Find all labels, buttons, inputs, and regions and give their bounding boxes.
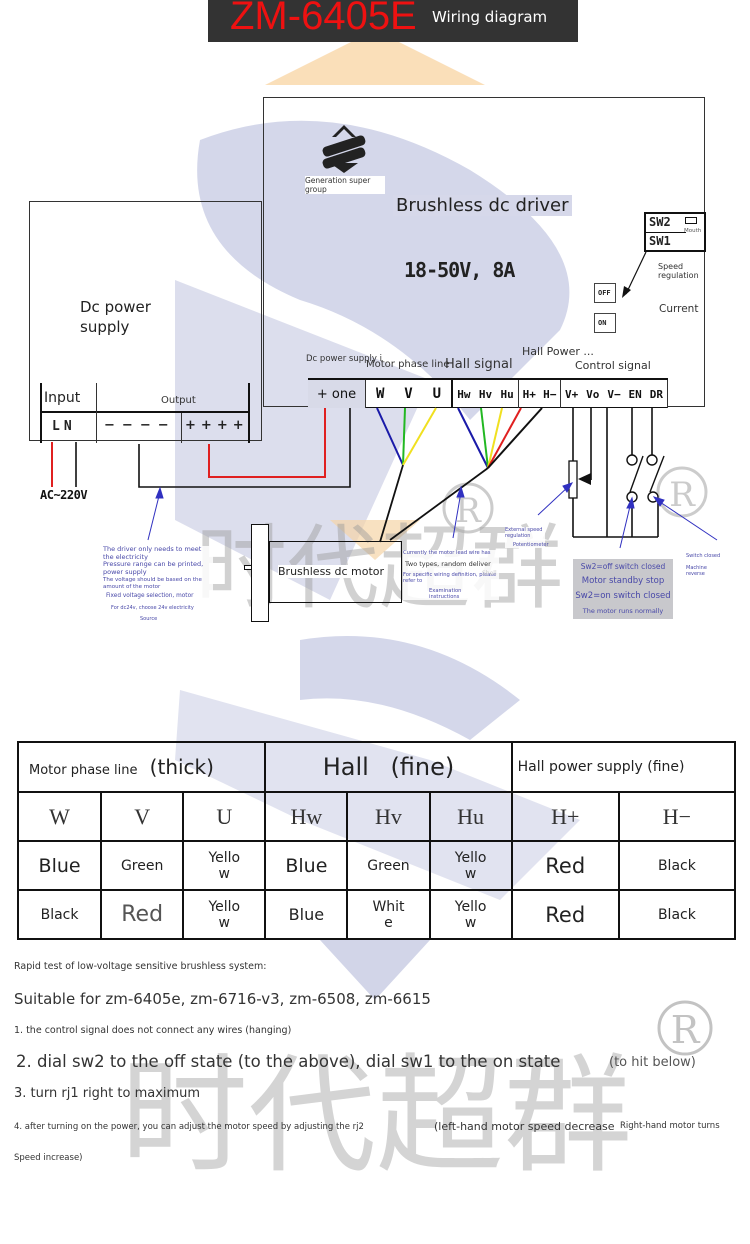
instructions-step-2: 2. dial sw2 to the off state (to the abo… [16,1052,561,1071]
instructions-step-4: 4. after turning on the power, you can a… [14,1122,364,1132]
table-row-signals: W V U Hw Hv Hu H+ H− [16,791,737,842]
sw2-label: SW2 [649,215,671,229]
driver-rating: 18-50V, 8A [404,258,515,282]
ac-input-label: AC~220V [40,488,88,502]
table-group-hall-power: Hall power supply (fine) [510,741,737,793]
wire-dc-positive [208,408,326,478]
motor-note: Currently the motor lead wire has Two ty… [403,550,499,600]
wire-hall-plus [487,407,522,469]
psu-output-positive: ++++ [185,418,249,433]
terminal-group-control-signal: Control signal [575,359,651,372]
wire-hall-u [487,407,503,469]
driver-title: Brushless dc driver [393,195,572,216]
psu-output-negative: −−−− [104,418,176,433]
model-title: ZM-6405E [230,0,417,38]
terminal-group-dc-power: Dc power supply i [306,354,382,364]
instructions-step-3: 3. turn rj1 right to maximum [14,1086,201,1101]
wire-phase-v [402,407,406,466]
table-group-motor-phase: Motor phase line (thick) [16,741,267,793]
svg-text:R: R [671,1008,701,1052]
instructions-step-4-left: (left-hand motor speed decrease [434,1120,615,1133]
speed-note: External speed regulation Potentiometer [505,527,549,548]
reverse-note: Switch closed Machine reverse [686,553,726,577]
power-supply-box [29,201,262,441]
wire-phase-w [376,407,404,466]
power-supply-title: Dc power supply [80,298,151,336]
terminal-group-hall-power: Hall Power ... [522,345,594,358]
motor-label: Brushless dc motor [278,565,385,578]
table-row-colors-type1: Blue Green Yello w Blue Green Yello w Re… [16,840,737,891]
instructions-heading: Rapid test of low-voltage sensitive brus… [14,961,267,972]
wire-hall-minus [487,407,543,469]
wire-hall-bundle [389,467,489,541]
motor-shaft-icon [244,565,252,570]
wire-hall-w [457,407,489,469]
psu-output-label: Output [161,395,196,406]
diagram-label: Wiring diagram [426,0,554,42]
wire-hall-v [480,407,489,469]
terminal-group-motor-phase: Motor phase line [366,359,450,370]
motor-flange [251,524,269,622]
wiring-lines [51,407,718,549]
psu-input-label: Input [44,390,81,406]
title-bar: ZM-6405E Wiring diagram [208,0,578,42]
terminal-dc-plus: + one [308,380,365,408]
shell-label: Shell [482,570,497,577]
table-row-colors-type2: Black Red Yello w Blue Whit e Yello w Re… [16,889,737,940]
instructions-step-4-right: Right-hand motor turns [620,1121,720,1131]
motor-body [269,541,402,603]
brand-logo-icon [322,125,366,173]
instructions-step-4-end: Speed increase) [14,1153,83,1163]
switch-arrow-icon [622,251,647,298]
toggle-on-indicator: ON [594,313,616,333]
psu-note: The driver only needs to meet the electr… [103,545,213,624]
instructions-suitable: Suitable for zm-6405e, zm-6716-v3, zm-65… [14,990,431,1008]
current-label: Current [659,303,699,315]
psu-terminal-strip: LN −−−− ++++ [40,383,250,443]
sw1-label: SW1 [649,234,671,248]
dip-switch-block: SW2 SW1 [644,212,706,252]
table-group-hall: Hall (fine) [264,741,513,793]
instructions-step-1: 1. the control signal does not connect a… [14,1025,292,1036]
toggle-off-indicator: OFF [594,283,616,303]
wire-color-table: Motor phase line (thick) Hall (fine) Hal… [16,741,737,940]
instructions-step-2-note: (to hit below) [609,1055,696,1070]
switch-note: Sw2=off switch closed Motor standby stop… [573,559,673,619]
wire-dc-negative [138,408,351,488]
wire-phase-u [402,407,437,466]
mouth-label: Mouth [684,228,702,234]
terminal-hall-power: H+H− [518,380,560,408]
brand-name: Generation super group [305,176,385,194]
speed-regulation-label: Speed regulation [658,262,699,280]
psu-input-pins: LN [52,419,76,434]
terminal-group-hall-signal: Hall signal [445,357,513,372]
wire-phase-bundle [379,464,404,543]
switch-window-icon [685,217,697,224]
potentiometer-icon [568,460,578,499]
